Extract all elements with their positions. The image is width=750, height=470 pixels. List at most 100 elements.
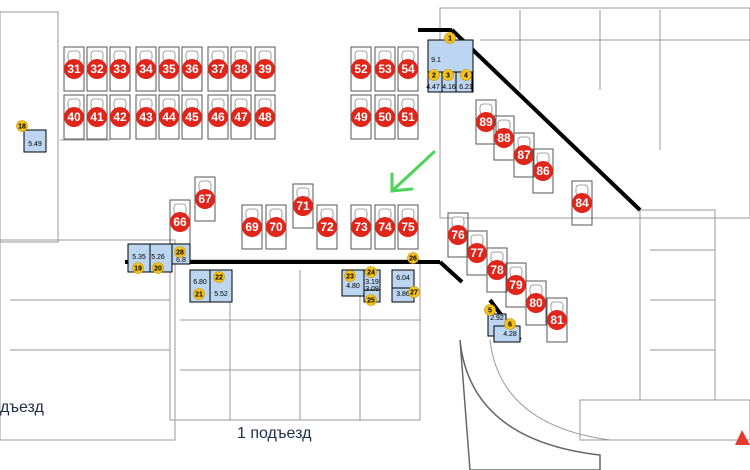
spot-number: 45 bbox=[185, 110, 199, 124]
parking-spot[interactable]: 31 bbox=[63, 46, 85, 92]
spot-number: 73 bbox=[354, 220, 368, 234]
parking-spot[interactable]: 66 bbox=[169, 199, 191, 245]
spot-number: 31 bbox=[67, 62, 81, 76]
parking-spot[interactable]: 36 bbox=[181, 46, 203, 92]
parking-spot[interactable]: 77 bbox=[466, 230, 488, 276]
storage-unit[interactable]: 6.828 bbox=[171, 243, 191, 265]
parking-spot[interactable]: 34 bbox=[135, 46, 157, 92]
spot-number: 88 bbox=[497, 131, 511, 145]
spot-marker bbox=[398, 107, 418, 127]
parking-spot[interactable]: 33 bbox=[109, 46, 131, 92]
parking-spot[interactable]: 72 bbox=[316, 204, 338, 250]
storage-badge bbox=[174, 246, 186, 258]
parking-spot[interactable]: 51 bbox=[397, 94, 419, 140]
spot-number: 77 bbox=[470, 246, 484, 260]
spot-number: 36 bbox=[185, 62, 199, 76]
spot-marker bbox=[231, 59, 251, 79]
parking-spot[interactable]: 73 bbox=[350, 204, 372, 250]
spot-number: 70 bbox=[269, 220, 283, 234]
spot-number: 66 bbox=[173, 215, 187, 229]
storage-unit[interactable]: 6.214 bbox=[455, 69, 473, 93]
parking-spot[interactable]: 76 bbox=[447, 212, 469, 258]
entrance-label: 1 подъезд bbox=[237, 425, 312, 442]
spot-number: 35 bbox=[162, 62, 176, 76]
storage-number: 1 bbox=[448, 36, 452, 43]
parking-spot[interactable]: 84 bbox=[571, 180, 593, 226]
parking-spot[interactable]: 86 bbox=[532, 148, 554, 194]
parking-spot[interactable]: 44 bbox=[158, 94, 180, 140]
storage-badge bbox=[428, 69, 440, 81]
spot-number: 79 bbox=[509, 278, 523, 292]
spot-marker bbox=[87, 107, 107, 127]
storage-number: 25 bbox=[367, 298, 375, 305]
parking-spot[interactable]: 46 bbox=[207, 94, 229, 140]
spot-marker bbox=[195, 189, 215, 209]
parking-spot[interactable]: 41 bbox=[86, 94, 108, 140]
spot-number: 48 bbox=[258, 110, 272, 124]
parking-spot[interactable]: 52 bbox=[350, 46, 372, 92]
parking-spot[interactable]: 74 bbox=[374, 204, 396, 250]
spot-number: 39 bbox=[258, 62, 272, 76]
parking-spot[interactable]: 37 bbox=[207, 46, 229, 92]
storage-badge bbox=[504, 318, 516, 330]
parking-spot[interactable]: 89 bbox=[475, 99, 497, 145]
parking-spot[interactable]: 50 bbox=[374, 94, 396, 140]
parking-spot[interactable]: 79 bbox=[505, 262, 527, 308]
storage-badge bbox=[442, 69, 454, 81]
spot-number: 86 bbox=[536, 164, 550, 178]
spot-marker bbox=[351, 217, 371, 237]
spot-number: 41 bbox=[90, 110, 104, 124]
storage-unit[interactable]: 4.163 bbox=[441, 69, 457, 93]
spot-number: 87 bbox=[517, 148, 531, 162]
parking-spot[interactable]: 45 bbox=[181, 94, 203, 140]
storage-number: 6 bbox=[508, 322, 512, 329]
parking-spot[interactable]: 49 bbox=[350, 94, 372, 140]
storage-badge bbox=[16, 120, 28, 132]
parking-spot[interactable]: 40 bbox=[63, 94, 85, 140]
storage-badge bbox=[152, 262, 164, 274]
storage-area: 5.52 bbox=[214, 291, 228, 298]
parking-spot[interactable]: 80 bbox=[525, 280, 547, 326]
storage-unit[interactable]: 4.286 bbox=[493, 318, 521, 343]
parking-spot[interactable]: 88 bbox=[493, 115, 515, 161]
parking-spot[interactable]: 47 bbox=[230, 94, 252, 140]
spot-number: 40 bbox=[67, 110, 81, 124]
parking-spot[interactable]: 71 bbox=[292, 183, 314, 229]
parking-spot[interactable]: 54 bbox=[397, 46, 419, 92]
parking-spot[interactable]: 43 bbox=[135, 94, 157, 140]
parking-spot[interactable]: 32 bbox=[86, 46, 108, 92]
storage-number: 5 bbox=[488, 308, 492, 315]
spot-number: 81 bbox=[550, 313, 564, 327]
parking-spot[interactable]: 67 bbox=[194, 176, 216, 222]
parking-spot[interactable]: 78 bbox=[486, 247, 508, 293]
spot-number: 69 bbox=[245, 220, 259, 234]
parking-spot[interactable]: 87 bbox=[513, 132, 535, 178]
spot-marker bbox=[110, 107, 130, 127]
parking-spot[interactable]: 48 bbox=[254, 94, 276, 140]
parking-spot[interactable]: 39 bbox=[254, 46, 276, 92]
storage-unit[interactable]: 4.472 bbox=[426, 69, 443, 93]
parking-spot[interactable]: 69 bbox=[241, 204, 263, 250]
storage-badge bbox=[365, 294, 377, 306]
parking-spot[interactable]: 70 bbox=[265, 204, 287, 250]
parking-spot[interactable]: 35 bbox=[158, 46, 180, 92]
parking-spot[interactable]: 75 bbox=[397, 204, 419, 250]
spot-marker bbox=[506, 275, 526, 295]
spot-number: 43 bbox=[139, 110, 153, 124]
spot-marker bbox=[526, 293, 546, 313]
parking-spot[interactable]: 38 bbox=[230, 46, 252, 92]
parking-spot[interactable]: 42 bbox=[109, 94, 131, 140]
parking-spot[interactable]: 53 bbox=[374, 46, 396, 92]
storage-badge bbox=[344, 270, 356, 282]
parking-spot[interactable]: 81 bbox=[546, 297, 568, 343]
